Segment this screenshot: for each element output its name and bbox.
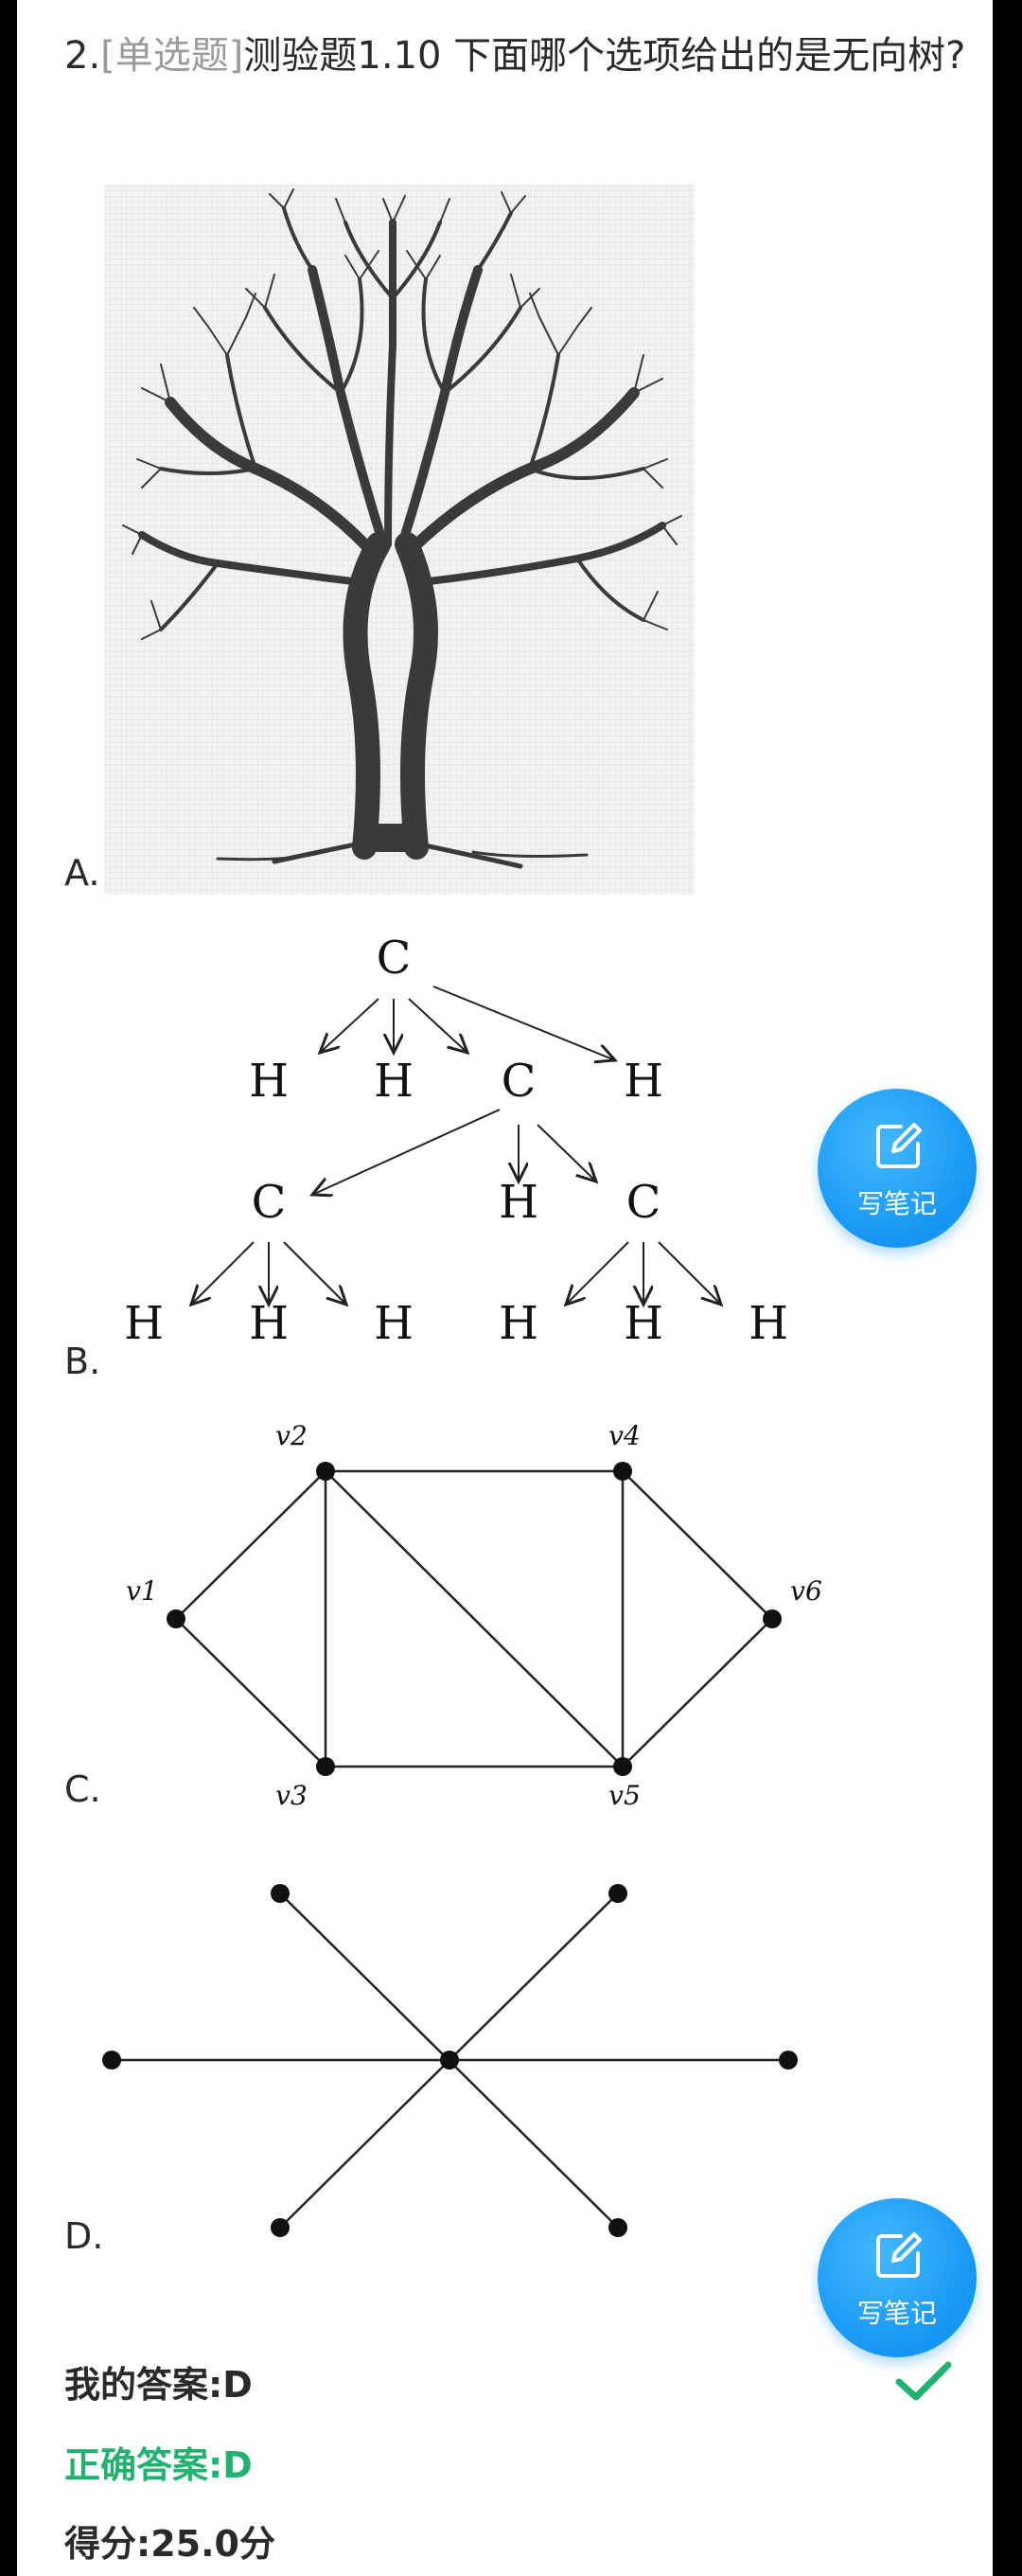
node-h: H — [249, 1055, 289, 1108]
vertex-center — [440, 2051, 459, 2070]
label-v6: v6 — [790, 1575, 822, 1607]
vertex-top-left — [271, 1884, 290, 1903]
node-h: H — [374, 1055, 414, 1108]
node-c: C — [502, 1055, 537, 1108]
node-h: H — [124, 1297, 164, 1350]
question-page: 2.[单选题]测验题1.10 下面哪个选项给出的是无向树? A. — [17, 0, 993, 2576]
label-v4: v4 — [608, 1420, 641, 1451]
question-type-tag: [单选题] — [100, 34, 244, 78]
node-c: C — [252, 1176, 287, 1229]
node-h: H — [499, 1176, 538, 1229]
vertex-v5 — [613, 1757, 632, 1776]
tree-illustration — [122, 188, 682, 869]
option-c-label: C. — [64, 1768, 101, 1810]
vertex-v2 — [316, 1462, 335, 1481]
label-v2: v2 — [275, 1420, 308, 1451]
node-c-root: C — [377, 932, 412, 985]
score: 得分:25.0分 — [64, 2523, 275, 2565]
vertex-v6 — [763, 1609, 782, 1628]
option-a-label: A. — [64, 852, 100, 894]
vertex-top-right — [608, 1884, 627, 1903]
correct-answer: 正确答案:D — [64, 2444, 253, 2486]
node-h: H — [624, 1297, 663, 1350]
label-v3: v3 — [275, 1780, 308, 1811]
vertex-v3 — [316, 1757, 335, 1776]
write-note-label: 写笔记 — [856, 1188, 937, 1219]
vertex-bottom-left — [271, 2218, 290, 2237]
write-note-button[interactable]: 写笔记 — [818, 2198, 977, 2357]
option-a-tree-image — [104, 185, 695, 895]
node-h: H — [499, 1297, 538, 1350]
vertex-left — [102, 2051, 121, 2070]
write-note-label: 写笔记 — [856, 2298, 937, 2329]
vertex-bottom-right — [608, 2218, 627, 2237]
label-v5: v5 — [608, 1780, 641, 1811]
question-text: 测验题1.10 下面哪个选项给出的是无向树? — [243, 34, 966, 78]
label-v1: v1 — [126, 1575, 158, 1607]
node-h: H — [624, 1055, 663, 1108]
write-note-button[interactable]: 写笔记 — [818, 1089, 977, 1248]
vertex-v1 — [167, 1609, 185, 1628]
vertex-right — [779, 2051, 798, 2070]
node-h: H — [374, 1297, 414, 1350]
option-d-label: D. — [64, 2215, 104, 2257]
vertex-v4 — [613, 1462, 632, 1481]
option-c-graph: v2 v4 v1 v6 v3 v5 — [126, 1420, 822, 1811]
node-h: H — [249, 1297, 289, 1350]
question-number: 2. — [64, 34, 101, 78]
question-title: 2.[单选题]测验题1.10 下面哪个选项给出的是无向树? — [64, 21, 973, 91]
check-icon — [895, 2361, 952, 2401]
edit-note-icon — [876, 1123, 922, 1168]
option-b-label: B. — [64, 1341, 101, 1382]
option-d-graph — [102, 1884, 798, 2237]
node-c: C — [626, 1176, 661, 1229]
node-h: H — [749, 1297, 788, 1350]
edit-note-icon — [876, 2232, 922, 2278]
my-answer: 我的答案:D — [64, 2364, 253, 2406]
option-b-graph: C H H C H C H C H H H H H H — [124, 932, 788, 1350]
